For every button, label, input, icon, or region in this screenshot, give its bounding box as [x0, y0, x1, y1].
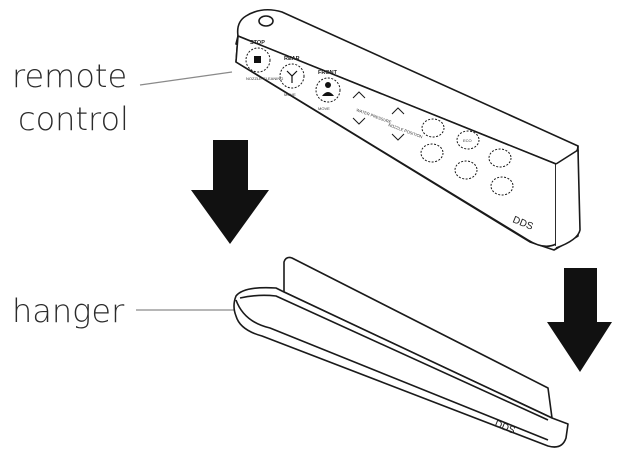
- mode-button-2[interactable]: [420, 143, 444, 163]
- nozzle-position-control[interactable]: [391, 107, 405, 141]
- mode-button-3[interactable]: [454, 160, 478, 180]
- stop-label: STOP: [250, 40, 265, 46]
- rear-button[interactable]: [279, 63, 305, 89]
- front-person-icon: [322, 82, 334, 96]
- hanger-label: hanger: [12, 292, 125, 330]
- remote-control-label-line2: control: [18, 100, 129, 138]
- nozzle-up-chevron-icon[interactable]: [391, 107, 405, 115]
- front-sub-label: MOVE: [318, 106, 330, 111]
- hanger: [233, 256, 569, 448]
- mode-button-4[interactable]: [488, 148, 512, 168]
- rear-sub-label: MOVE: [284, 92, 296, 97]
- remote-button-group: [245, 47, 514, 196]
- pressure-up-chevron-icon[interactable]: [352, 91, 366, 99]
- nozzle-down-chevron-icon[interactable]: [391, 133, 405, 141]
- mode-button-1[interactable]: [421, 118, 445, 138]
- front-label: FRONT: [318, 70, 338, 76]
- pressure-down-chevron-icon[interactable]: [352, 117, 366, 125]
- power-round-button[interactable]: [258, 15, 274, 27]
- front-button[interactable]: [315, 77, 341, 103]
- rear-spray-icon: [286, 70, 298, 83]
- stop-button[interactable]: [245, 47, 271, 73]
- rear-label: REAR: [284, 56, 300, 62]
- stop-sub-label: NOZZLE CLEANING: [246, 76, 283, 81]
- mode-button-5[interactable]: [490, 176, 514, 196]
- eco-button[interactable]: [456, 130, 480, 150]
- eco-label: ECO: [463, 138, 472, 143]
- water-pressure-control[interactable]: [352, 91, 366, 125]
- remote-leader-line: [139, 71, 233, 86]
- remote-control-label-line1: remote: [12, 57, 127, 95]
- stop-square-icon: [254, 56, 261, 63]
- down-arrow-left: [191, 140, 269, 244]
- down-arrow-right: [547, 268, 612, 372]
